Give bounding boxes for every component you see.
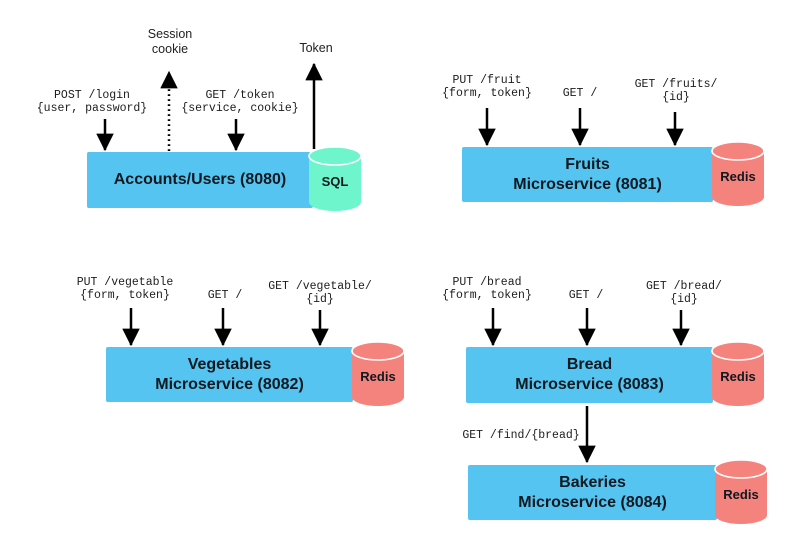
redis-label-bakeries: Redis: [723, 487, 759, 502]
endpoint-put-vegetable-label: PUT /vegetable {form, token}: [76, 276, 174, 302]
endpoint-put-fruit-label: PUT /fruit {form, token}: [442, 74, 532, 100]
service-box-bakeries: Bakeries Microservice (8084): [468, 465, 717, 520]
database-cylinder-icon: [711, 341, 765, 406]
redis-cylinder-vegetables: Redis: [351, 341, 405, 407]
service-box-vegetables: Vegetables Microservice (8082): [106, 347, 353, 402]
service-box-fruits: Fruits Microservice (8081): [462, 147, 713, 202]
endpoint-get-bread-by-id-label: GET /bread/ {id}: [646, 280, 722, 306]
service-box-bread: Bread Microservice (8083): [466, 347, 713, 403]
service-bread-title: Bread Microservice (8083): [515, 356, 664, 393]
service-box-accounts: Accounts/Users (8080): [87, 152, 313, 208]
redis-label-fruits: Redis: [720, 169, 756, 184]
endpoint-post-login-label: POST /login {user, password}: [36, 89, 148, 115]
endpoint-get-find-bread-label: GET /find/{bread}: [462, 429, 580, 442]
endpoint-get-fruits-root-label: GET /: [562, 87, 598, 100]
service-accounts-title: Accounts/Users (8080): [113, 171, 287, 188]
endpoint-get-token-label: GET /token {service, cookie}: [181, 89, 299, 115]
database-cylinder-icon: [308, 146, 362, 211]
endpoint-put-bread-label: PUT /bread {form, token}: [442, 276, 532, 302]
database-cylinder-icon: [711, 141, 765, 206]
session-cookie-label: Session cookie: [147, 27, 193, 56]
endpoint-get-vegetables-root-label: GET /: [207, 289, 243, 302]
database-cylinder-icon: [351, 341, 405, 406]
endpoint-get-fruit-by-id-label: GET /fruits/ {id}: [634, 78, 718, 104]
service-vegetables-title: Vegetables Microservice (8082): [155, 355, 304, 393]
service-bakeries-title: Bakeries Microservice (8084): [518, 473, 667, 511]
redis-label-bread: Redis: [720, 369, 756, 384]
redis-cylinder-bread: Redis: [711, 341, 765, 407]
sql-database-label: SQL: [321, 174, 349, 189]
service-fruits-title: Fruits Microservice (8081): [513, 155, 662, 193]
endpoint-get-vegetable-by-id-label: GET /vegetable/ {id}: [268, 280, 372, 306]
redis-cylinder-bakeries: Redis: [714, 459, 768, 525]
token-label: Token: [299, 41, 333, 55]
database-cylinder-icon: [714, 459, 768, 524]
sql-database-cylinder: SQL: [308, 146, 362, 212]
endpoint-get-bread-root-label: GET /: [568, 289, 604, 302]
redis-label-vegetables: Redis: [360, 369, 396, 384]
redis-cylinder-fruits: Redis: [711, 141, 765, 207]
